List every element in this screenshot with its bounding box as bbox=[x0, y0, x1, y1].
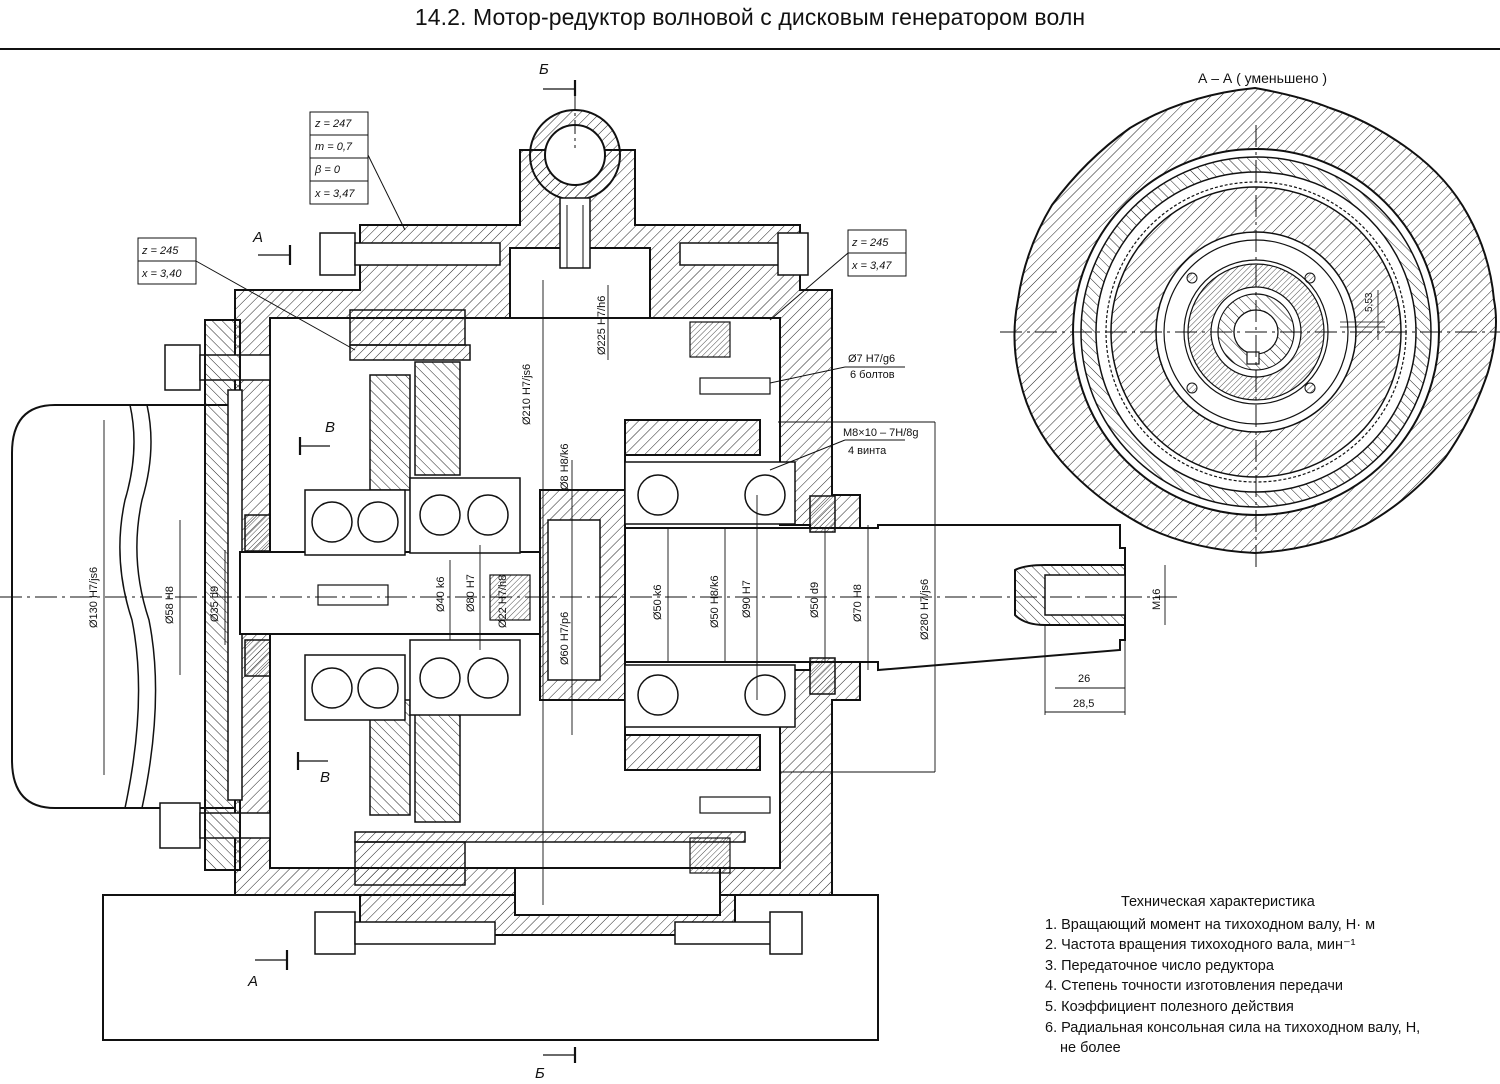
gear-table-right-x: x = 3,47 bbox=[851, 260, 892, 272]
motor-body bbox=[11, 404, 236, 809]
tech-item-4: 4. Степень точности изготовления передач… bbox=[1045, 978, 1343, 995]
section-mark-b-bottom: Б bbox=[535, 1065, 545, 1082]
dim-label-16: M16 bbox=[1151, 589, 1163, 610]
dim-label-11: Ø50 H8/k6 bbox=[709, 575, 721, 628]
gear-table-top-beta: β = 0 bbox=[314, 164, 341, 176]
section-mark-a-top: А bbox=[252, 229, 263, 246]
dim-5-53: 5,53 bbox=[1364, 292, 1375, 312]
dim-label-12: Ø90 H7 bbox=[741, 580, 753, 618]
tech-item-2: 2. Частота вращения тихоходного вала, ми… bbox=[1045, 937, 1356, 954]
dim-label-14: Ø70 H8 bbox=[852, 584, 864, 622]
gear-table-left-x: x = 3,40 bbox=[141, 268, 182, 280]
tech-item-1: 1. Вращающий момент на тихоходном валу, … bbox=[1045, 916, 1376, 933]
section-mark-a-bottom: А bbox=[247, 973, 258, 990]
tech-item-6: 6. Радиальная консольная сила на тихоход… bbox=[1045, 1019, 1421, 1036]
gear-table-right-z: z = 245 bbox=[851, 237, 889, 249]
left-bearings bbox=[304, 477, 521, 721]
vertical-dimension-labels: Ø130 H7/js6 Ø58 H8 Ø35 d9 Ø40 k6 Ø80 H7 Ø22 H… bbox=[88, 296, 1163, 665]
dim-label-9: Ø60 H7/p6 bbox=[559, 612, 571, 665]
tech-spec-block: Техническая характеристика 1. Вращающий … bbox=[1045, 892, 1420, 1059]
dim-label-5: Ø22 H7/h8 bbox=[497, 575, 509, 628]
dim-label-8: Ø225 H7/h6 bbox=[596, 296, 608, 355]
drawing-title: 14.2. Мотор-редуктор волновой с дисковым… bbox=[414, 4, 1086, 30]
dim-label-2: Ø35 d9 bbox=[209, 586, 221, 622]
tech-title: Техническая характеристика bbox=[1121, 894, 1315, 910]
tech-item-3: 3. Передаточное число редуктора bbox=[1045, 957, 1274, 974]
callout-bolts-count: 6 болтов bbox=[850, 369, 895, 381]
main-section-view bbox=[0, 80, 1180, 1063]
section-mark-v-top: В bbox=[325, 419, 335, 436]
callout-screws-thread: M8×10 – 7H/8g bbox=[843, 427, 919, 439]
gear-table-top-z: z = 247 bbox=[314, 118, 352, 130]
tech-item-6-cont: не более bbox=[1060, 1040, 1121, 1057]
dim-label-7: Ø210 H7/js6 bbox=[521, 364, 533, 425]
gear-table-top-m: m = 0,7 bbox=[315, 141, 353, 153]
title-rule bbox=[0, 48, 1500, 50]
section-aa-view bbox=[1000, 86, 1500, 570]
dim-h-28-5: 28,5 bbox=[1073, 698, 1094, 710]
aa-title: А – А ( уменьшено ) bbox=[1198, 70, 1327, 86]
dim-h-26: 26 bbox=[1078, 673, 1090, 685]
dim-label-4: Ø80 H7 bbox=[465, 574, 477, 612]
gear-table-left-z: z = 245 bbox=[141, 245, 179, 257]
callout-screws-count: 4 винта bbox=[848, 445, 887, 457]
gear-table-top-x: x = 3,47 bbox=[314, 188, 355, 200]
tech-item-5: 5. Коэффициент полезного действия bbox=[1045, 998, 1294, 1015]
callout-bolts-fit: Ø7 H7/g6 bbox=[848, 353, 895, 365]
output-bearings bbox=[624, 461, 796, 728]
dim-label-15: Ø280 H7/js6 bbox=[919, 579, 931, 640]
section-mark-b-top: Б bbox=[539, 61, 549, 78]
dim-label-10: Ø50 k6 bbox=[652, 585, 664, 620]
section-mark-v-bottom: В bbox=[320, 769, 330, 786]
dim-label-1: Ø58 H8 bbox=[164, 586, 176, 624]
dim-label-0: Ø130 H7/js6 bbox=[88, 567, 100, 628]
dim-label-13: Ø50 d9 bbox=[809, 582, 821, 618]
dim-label-6: Ø8 H8/k6 bbox=[559, 444, 571, 490]
dim-label-3: Ø40 k6 bbox=[435, 577, 447, 612]
